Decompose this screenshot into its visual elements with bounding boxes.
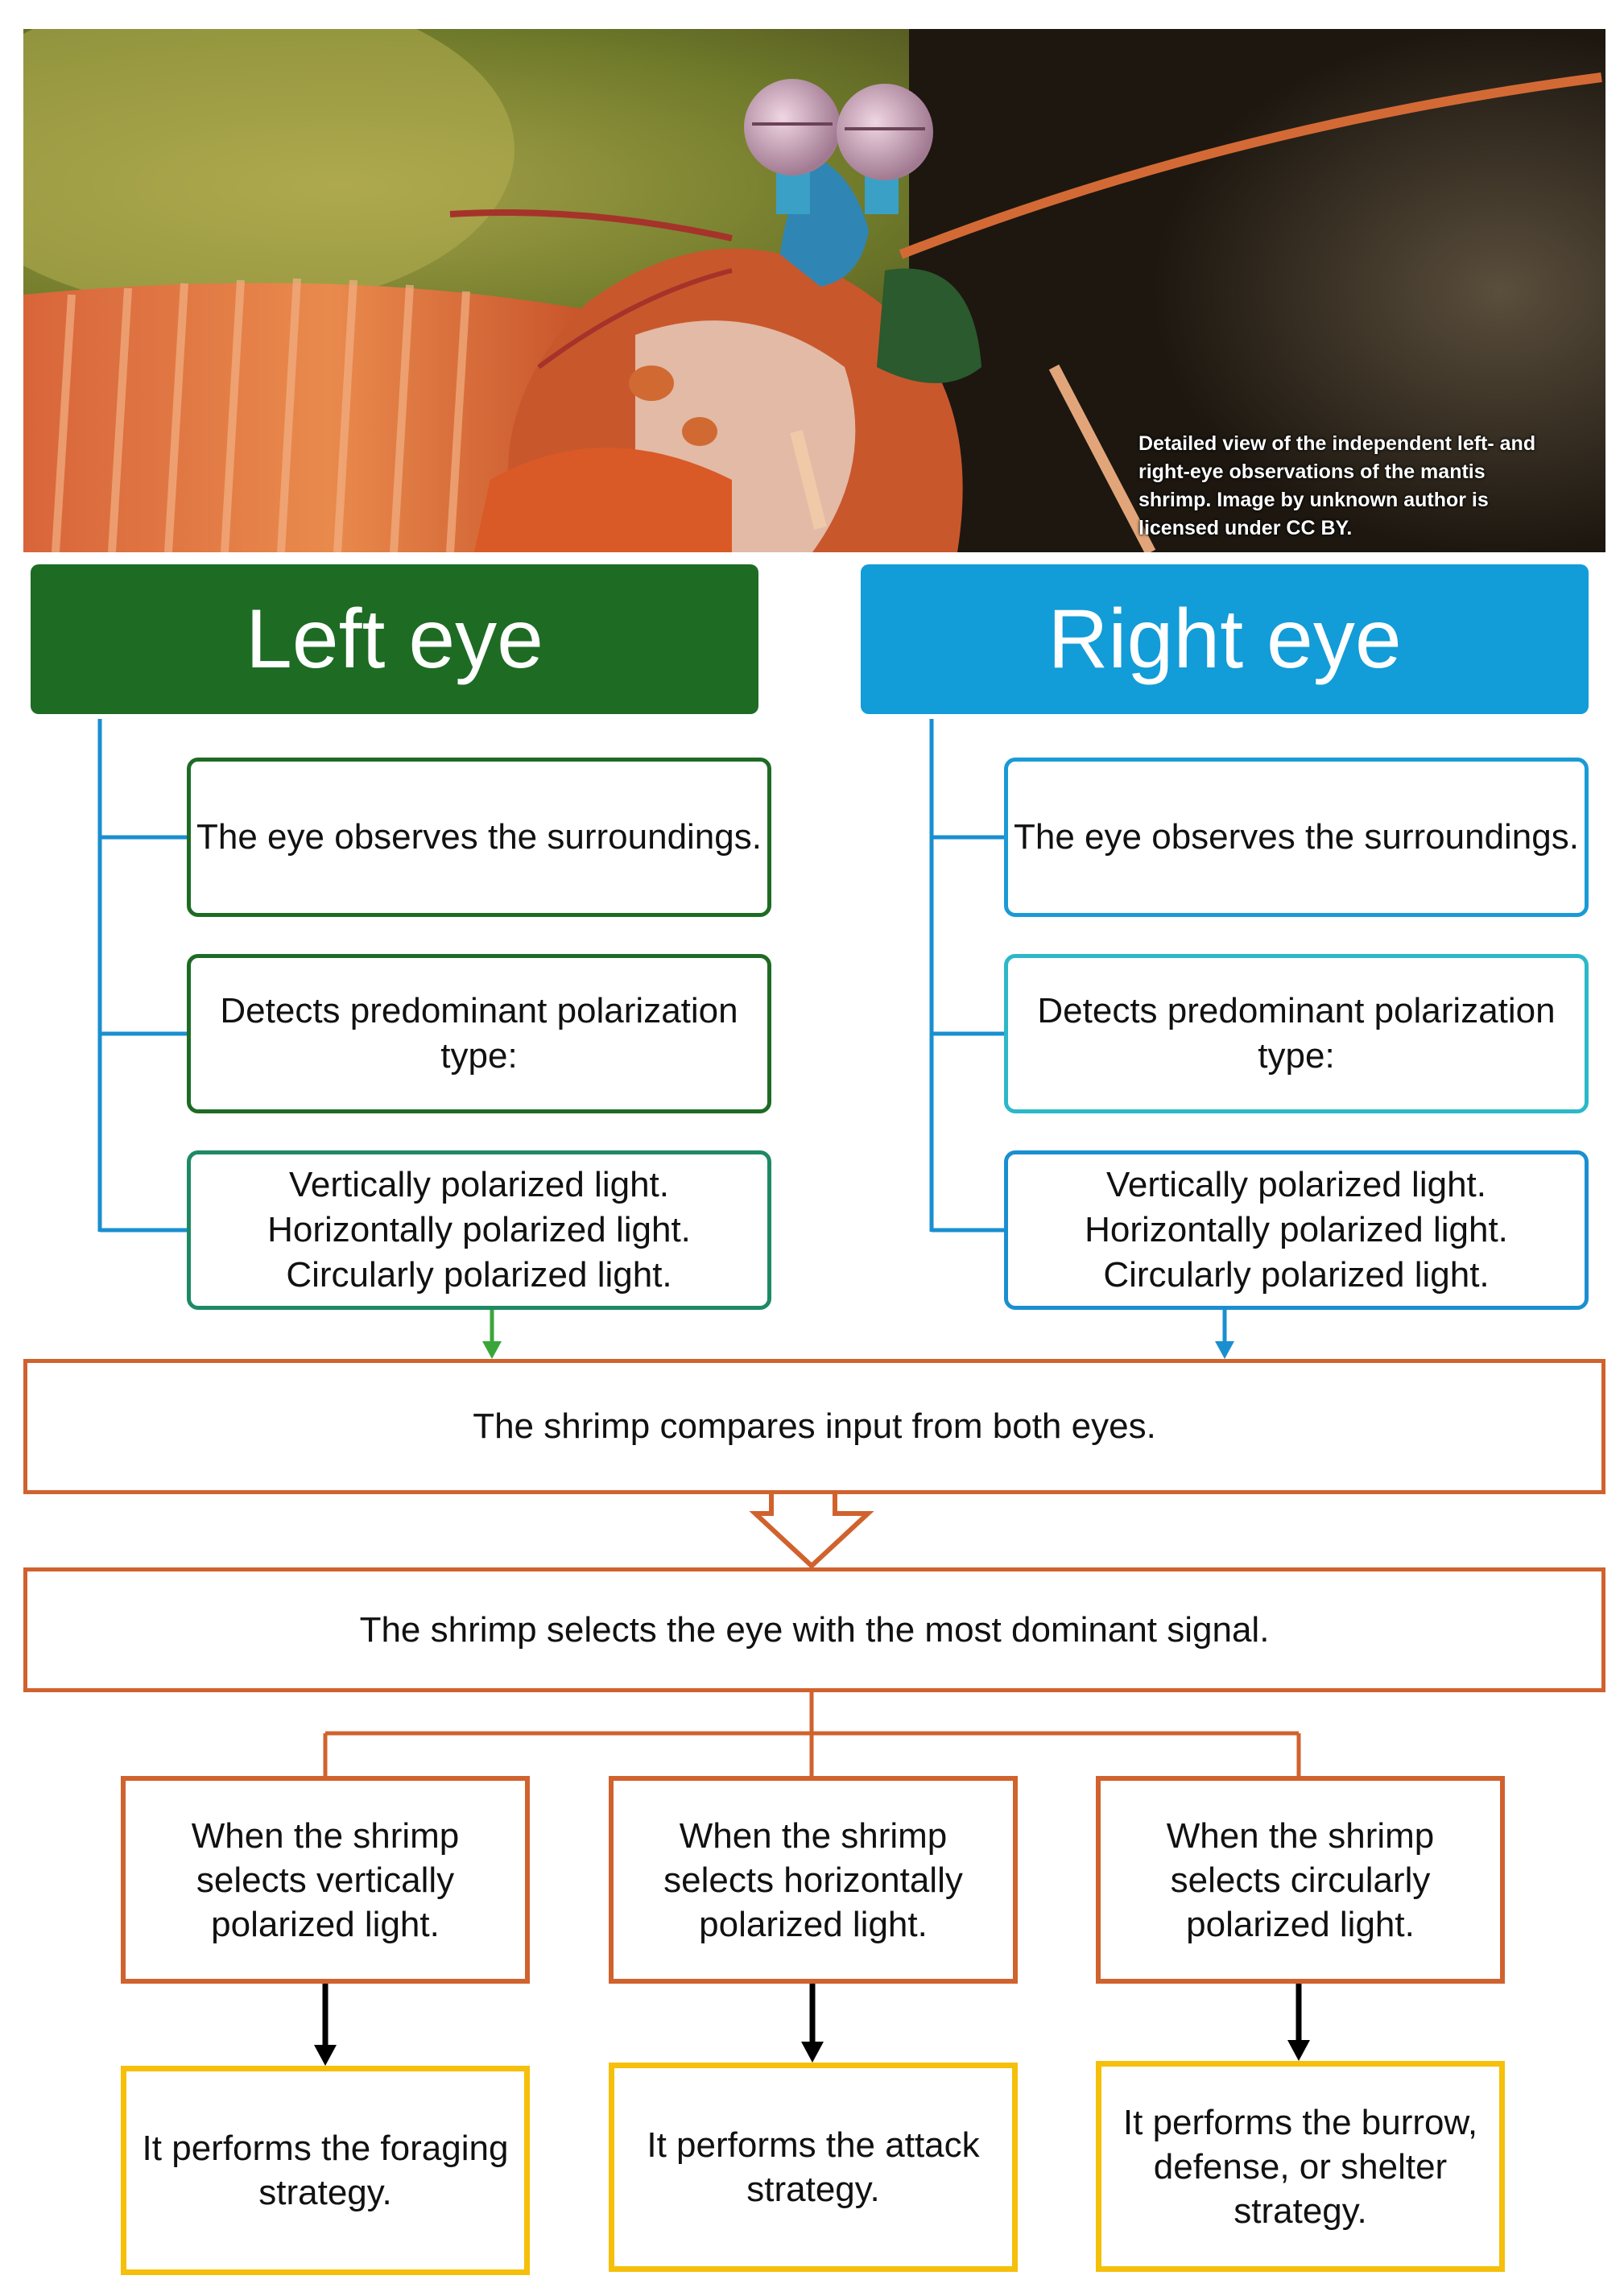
- left-to-compare-arrow: [482, 1308, 502, 1359]
- mantis-shrimp-photo: Detailed view of the independent left- a…: [23, 29, 1605, 552]
- left-step-types: Vertically polarized light. Horizontally…: [187, 1150, 771, 1310]
- left-eye-header: Left eye: [31, 564, 758, 714]
- strategy-foraging: It performs the foraging strategy.: [121, 2066, 530, 2275]
- compare-box: The shrimp compares input from both eyes…: [23, 1359, 1605, 1494]
- strategy-attack: It performs the attack strategy.: [609, 2063, 1018, 2272]
- left-step-observe: The eye observes the surroundings.: [187, 758, 771, 917]
- strategy-burrow-defense-shelter: It performs the burrow, defense, or shel…: [1096, 2061, 1505, 2272]
- right-step-detect: Detects predominant polarization type:: [1004, 954, 1589, 1113]
- left-step-detect: Detects predominant polarization type:: [187, 954, 771, 1113]
- case-branches: [323, 1688, 1301, 1776]
- right-to-compare-arrow: [1215, 1308, 1234, 1359]
- right-step-types: Vertically polarized light. Horizontally…: [1004, 1150, 1589, 1310]
- mantis-shrimp-illustration: [23, 29, 1605, 552]
- right-step-observe: The eye observes the surroundings.: [1004, 758, 1589, 917]
- right-eye-header: Right eye: [861, 564, 1589, 714]
- compare-to-select-arrow: [749, 1489, 874, 1570]
- case-horizontal: When the shrimp selects horizontally pol…: [609, 1776, 1018, 1984]
- photo-caption: Detailed view of the independent left- a…: [1138, 432, 1536, 539]
- right-eye-bracket: [929, 719, 1004, 1233]
- case-circular: When the shrimp selects circularly polar…: [1096, 1776, 1505, 1984]
- case-to-strategy-arrows: [314, 1980, 1310, 2066]
- case-vertical: When the shrimp selects vertically polar…: [121, 1776, 530, 1984]
- left-eye-bracket: [97, 719, 187, 1233]
- select-box: The shrimp selects the eye with the most…: [23, 1567, 1605, 1692]
